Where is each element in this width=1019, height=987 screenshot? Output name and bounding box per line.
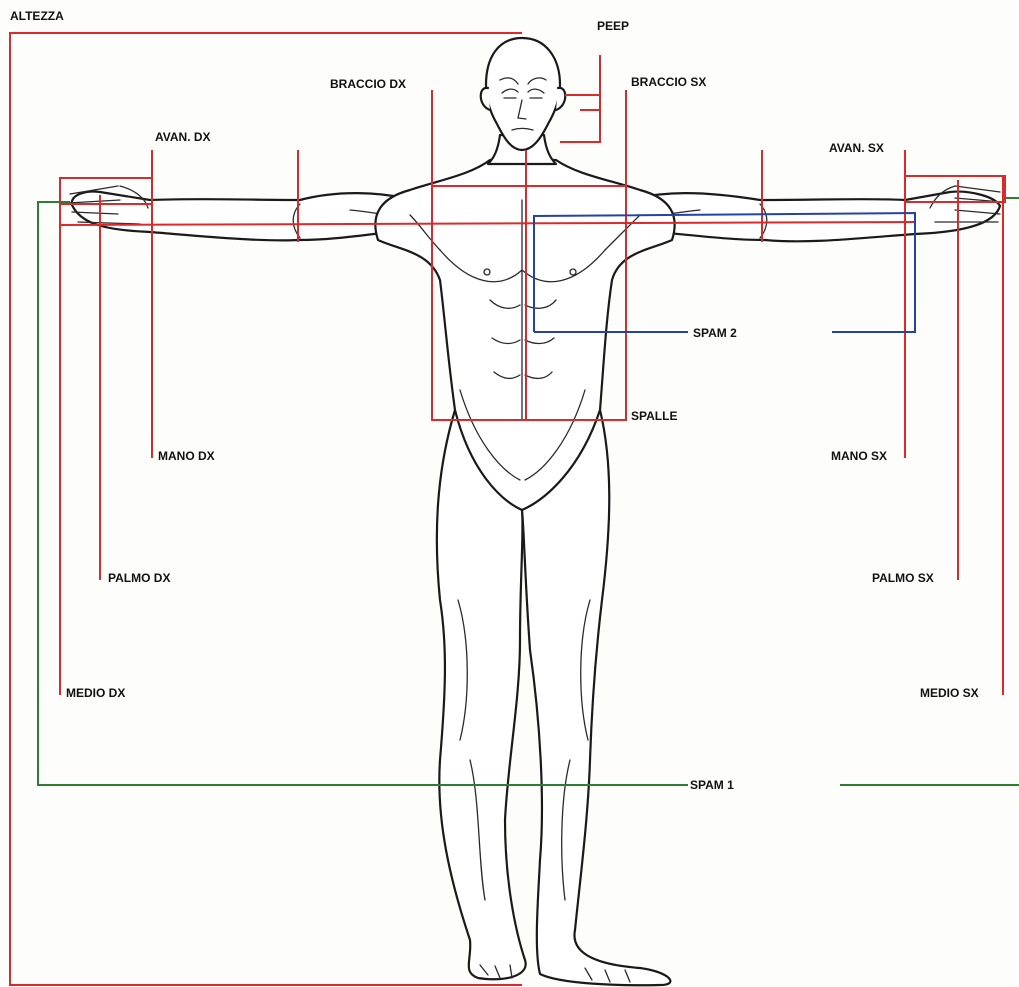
label-spam-2: SPAM 2 [693, 326, 737, 340]
label-spam-1: SPAM 1 [690, 778, 734, 792]
label-mano-dx: MANO DX [158, 449, 215, 463]
label-medio-sx: MEDIO SX [920, 686, 979, 700]
label-peep: PEEP [597, 19, 629, 33]
label-palmo-dx: PALMO DX [108, 571, 170, 585]
label-medio-dx: MEDIO DX [66, 686, 125, 700]
label-altezza: ALTEZZA [10, 9, 64, 23]
label-braccio-sx: BRACCIO SX [631, 75, 706, 89]
peep-line [560, 95, 600, 142]
label-avan-sx: AVAN. SX [829, 141, 884, 155]
head [486, 38, 560, 150]
label-spalle: SPALLE [631, 409, 677, 423]
label-mano-sx: MANO SX [831, 449, 887, 463]
human-figure [68, 38, 1002, 985]
label-braccio-dx: BRACCIO DX [330, 77, 406, 91]
label-palmo-sx: PALMO SX [872, 571, 934, 585]
label-avan-dx: AVAN. DX [155, 130, 211, 144]
